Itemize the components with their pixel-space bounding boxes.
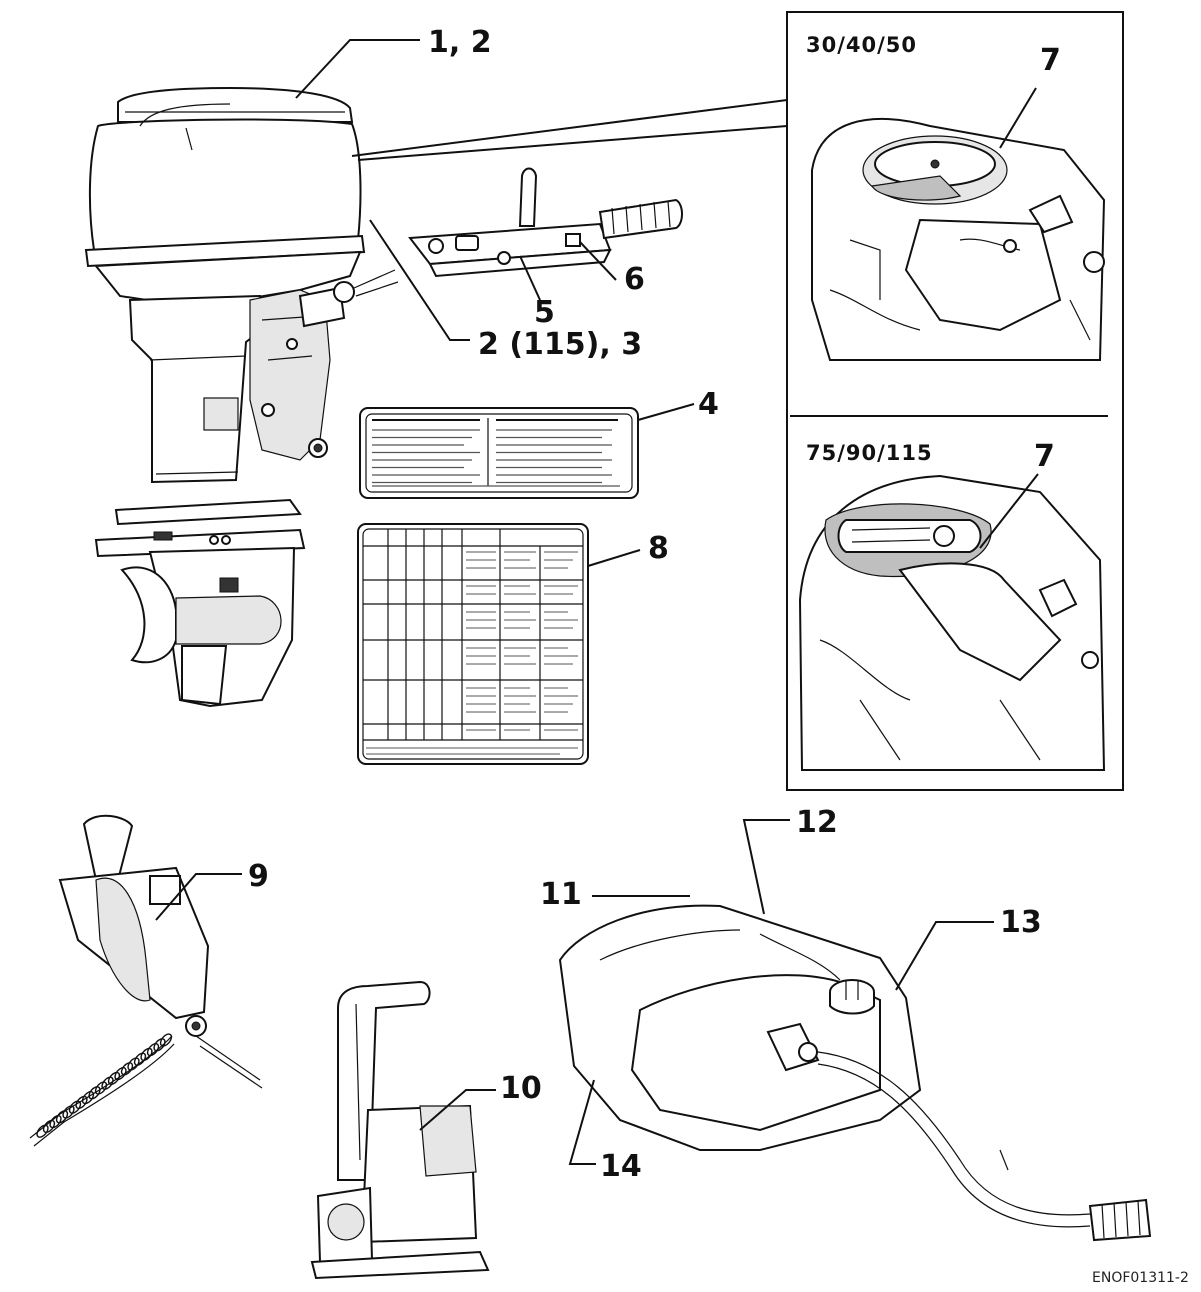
coil-loop: [42, 1119, 56, 1134]
callout-11: 11: [540, 877, 582, 912]
coil-loop: [159, 1033, 173, 1047]
callout-1-2: 1, 2: [428, 25, 492, 60]
callout-10: 10: [500, 1071, 542, 1106]
engine-75-90-115: [798, 474, 1106, 771]
inset-model-label-bottom: 75/90/115: [806, 441, 933, 465]
callout-9: 9: [248, 859, 269, 894]
coil-loop: [94, 1081, 108, 1095]
coil-loop: [62, 1105, 75, 1119]
remote-control-top-mount: [310, 980, 490, 1280]
engine-inset-frame: [351, 11, 1124, 791]
callout-14: 14: [600, 1149, 642, 1184]
coil-loop: [55, 1110, 69, 1124]
coil-loop: [140, 1047, 153, 1062]
coil-loop: [49, 1114, 62, 1129]
coil-loop: [88, 1086, 101, 1100]
callout-4: 4: [698, 387, 719, 422]
coil-loop: [120, 1062, 134, 1076]
tiller-handle: [408, 167, 683, 278]
oil-warning-label-text-lines: [372, 429, 620, 487]
callout-2-115-3: 2 (115), 3: [478, 327, 642, 362]
callout-13: 13: [1000, 905, 1042, 940]
engine-30-40-50: [811, 118, 1106, 361]
callout-numbers: 1, 2 6 5 2 (115), 3 4 8 7 7 9 10 11 12 1…: [248, 25, 1061, 1184]
maintenance-label-text-lines: [366, 551, 578, 755]
callout-7-bottom: 7: [1034, 439, 1055, 474]
lanyard-coil: [36, 1033, 173, 1138]
coil-loop: [81, 1090, 95, 1105]
callout-8: 8: [648, 531, 669, 566]
coil-loop: [75, 1095, 88, 1110]
inset-model-label-top: 30/40/50: [806, 33, 917, 57]
leader-lines: [155, 39, 1039, 1165]
coil-loop: [153, 1038, 166, 1052]
coil-loop: [127, 1057, 140, 1071]
coil-loop: [101, 1076, 114, 1090]
figure-code: ENOF01311-2: [1092, 1270, 1189, 1286]
callout-7-top: 7: [1040, 43, 1061, 78]
maintenance-label: [357, 523, 589, 765]
coil-loop: [146, 1042, 160, 1057]
callout-6: 6: [624, 262, 645, 297]
remote-control-side-mount: [29, 814, 263, 1147]
fuel-tank: [558, 904, 1152, 1242]
coil-loop: [107, 1071, 121, 1086]
callout-12: 12: [796, 805, 838, 840]
coil-loop: [133, 1052, 147, 1066]
coil-loop: [68, 1100, 82, 1114]
coil-loop: [36, 1124, 49, 1138]
coil-loop: [114, 1066, 127, 1081]
callout-5: 5: [534, 295, 555, 330]
outboard-motor: [84, 86, 399, 708]
